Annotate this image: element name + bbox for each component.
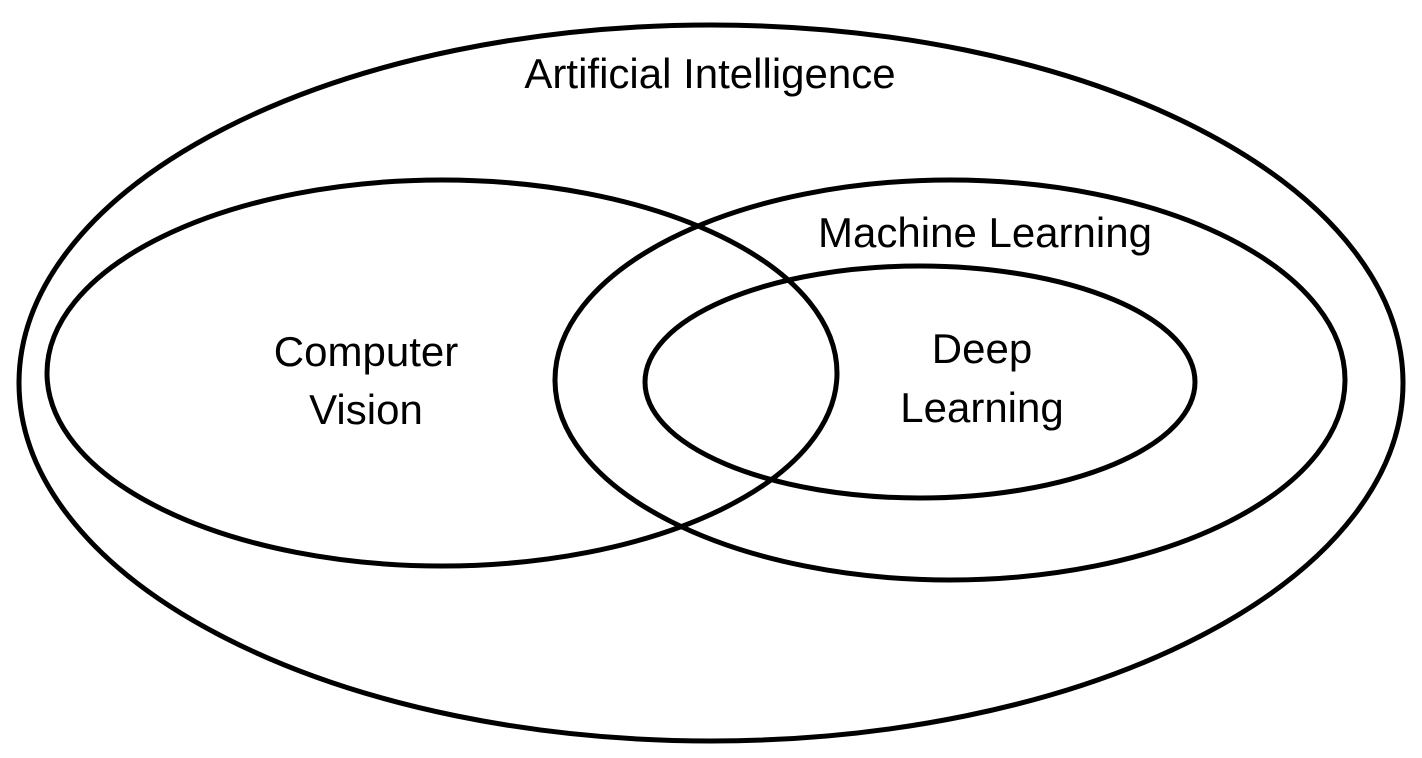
deep-learning-label-line2: Learning: [900, 384, 1063, 431]
machine-learning-ellipse: [552, 177, 1348, 583]
deep-learning-label-line1: Deep: [932, 325, 1032, 372]
machine-learning-label: Machine Learning: [818, 209, 1152, 256]
ai-ellipse: [16, 22, 1406, 744]
ai-label: Artificial Intelligence: [524, 50, 895, 97]
deep-learning-ellipse: [642, 263, 1198, 501]
computer-vision-label-line1: Computer: [274, 328, 458, 375]
computer-vision-label-line2: Vision: [309, 386, 423, 433]
computer-vision-ellipse: [44, 177, 840, 569]
